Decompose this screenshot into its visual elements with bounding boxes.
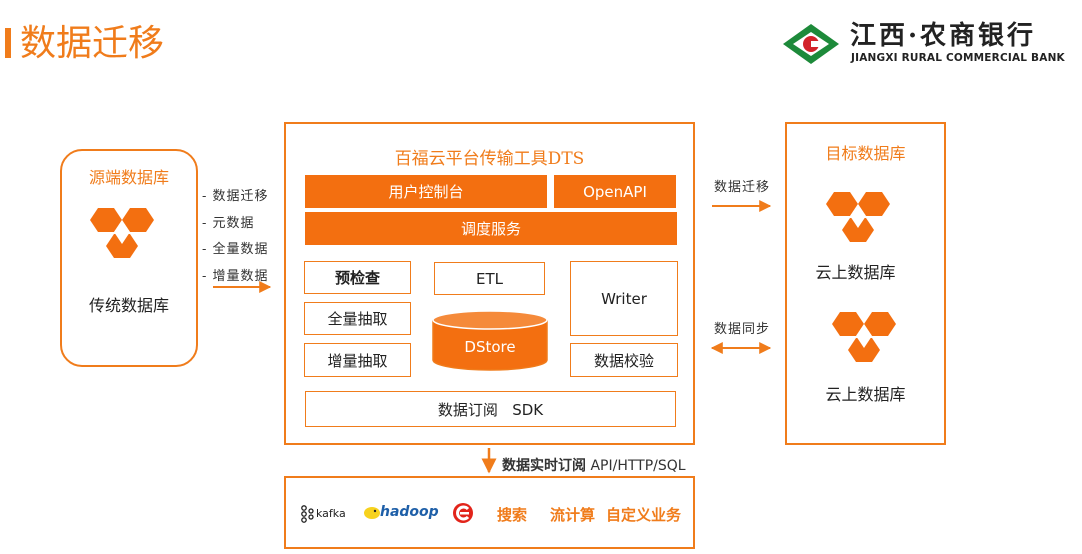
source-feature-migrate: - 数据迁移 [202,189,269,204]
source-feature-incremental: - 增量数据 [202,269,269,284]
migrate-link-label: 数据迁移 [714,180,771,195]
scheduler-service: 调度服务 [305,212,677,245]
hadoop-label: hadoop [380,504,439,520]
subscribe-sdk-box: 数据订阅 SDK [305,391,676,427]
target-db1-label: 云上数据库 [815,263,896,282]
dts-heading: 百福云平台传输工具DTS [394,149,585,169]
source-db-label: 传统数据库 [88,296,169,315]
validation-box: 数据校验 [570,343,678,377]
bank-logo-icon [779,22,843,66]
custom-business-label: 自定义业务 [606,506,682,524]
bank-name-cn: 江西·农商银行 [850,21,1037,51]
bank-name-en: JIANGXI RURAL COMMERCIAL BANK [851,52,1065,64]
target-db-panel [785,122,946,445]
sync-link-label: 数据同步 [714,322,771,337]
etl-box: ETL [434,262,545,295]
stream-compute-label: 流计算 [550,506,596,524]
incremental-extract-box: 增量抽取 [304,343,411,377]
elastic-search-icon [452,502,474,524]
source-feature-metadata: - 元数据 [202,216,255,231]
full-extract-box: 全量抽取 [304,302,411,335]
hadoop-elephant-icon [363,504,381,522]
writer-box: Writer [570,261,678,336]
cloud-db-icon [830,312,898,378]
source-db-icon [88,208,156,274]
consumers-panel [284,476,695,549]
subscription-protocols: API/HTTP/SQL [586,458,686,474]
subscription-label: 数据实时订阅 API/HTTP/SQL [502,455,686,475]
openapi-button[interactable]: OpenAPI [554,175,676,208]
kafka-icon [300,505,314,523]
precheck-box: 预检查 [304,261,411,294]
page-title: 数据迁移 [20,23,165,64]
dstore-cylinder [431,310,549,372]
source-heading: 源端数据库 [88,168,169,187]
subscription-label-bold: 数据实时订阅 [502,458,586,474]
title-accent-bar [5,28,11,58]
search-label: 搜索 [497,506,528,524]
user-console-button[interactable]: 用户控制台 [305,175,547,208]
target-db2-label: 云上数据库 [825,385,906,404]
kafka-label: kafka [316,507,346,520]
target-heading: 目标数据库 [825,144,906,163]
dstore-label: DStore [464,338,516,356]
cloud-db-icon [824,192,892,258]
source-feature-full: - 全量数据 [202,242,269,257]
